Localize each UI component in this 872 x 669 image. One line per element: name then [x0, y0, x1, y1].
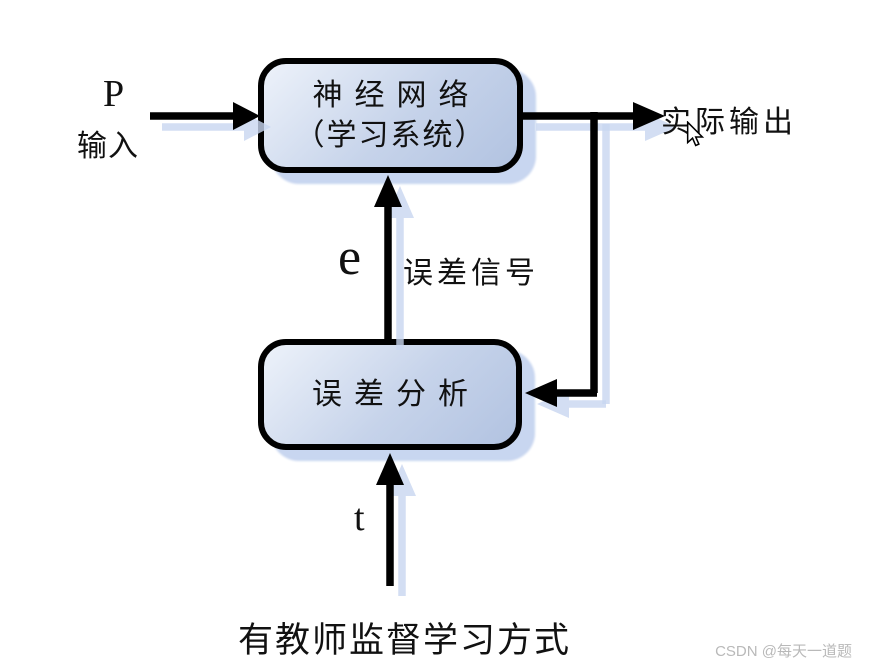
output-arrow	[523, 102, 665, 130]
target-symbol-label: t	[354, 497, 365, 539]
mouse-cursor-icon	[686, 121, 705, 147]
actual-output-label: 实际输出	[661, 106, 797, 139]
input-symbol-label: P	[103, 73, 125, 115]
target-arrow	[376, 453, 404, 586]
watermark: CSDN @每天一道题	[715, 643, 852, 660]
diagram-caption: 有教师监督学习方式	[238, 621, 572, 660]
node-neural-network: 神经网络 （学习系统）	[258, 58, 523, 173]
error-signal-label: 误差信号	[403, 257, 539, 290]
node-error-analysis: 误差分析	[258, 339, 522, 450]
node-neural-network-line2: （学习系统）	[294, 118, 487, 152]
node-error-analysis-label: 误差分析	[312, 377, 480, 411]
input-label: 输入	[77, 130, 139, 163]
node-neural-network-line1: 神经网络	[312, 78, 481, 112]
error-symbol-label: e	[338, 229, 362, 286]
input-arrow	[150, 102, 260, 130]
error-signal-arrow	[374, 175, 402, 340]
